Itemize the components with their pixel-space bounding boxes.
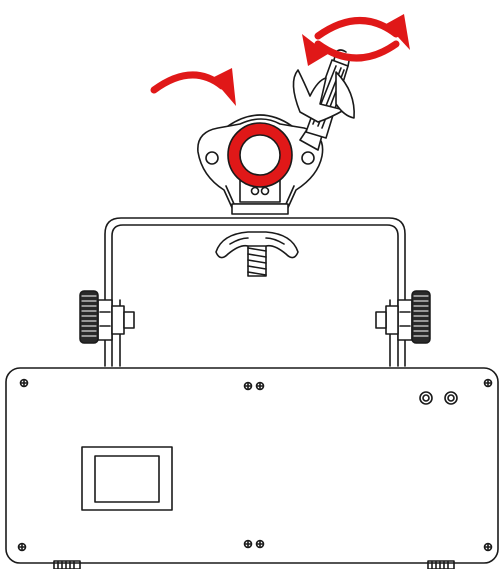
curved-arrow-icon [150,68,236,106]
housing-screw [243,539,265,549]
knurled-knob-right [411,290,431,344]
housing-screw [243,381,265,391]
wing-nut [215,231,299,259]
side-bracket-hardware [375,299,413,341]
upper-wing-bolt [292,49,355,151]
housing-screw [483,542,493,552]
wing-handle [292,69,345,123]
fixture-housing [5,367,499,564]
side-bracket-hardware [97,299,135,341]
housing-screw [17,542,27,552]
fixture-foot [53,560,81,569]
yoke-bracket [97,217,413,367]
knurled-knob-left [79,290,99,344]
housing-screw [483,378,493,388]
fixture-body [5,367,499,569]
fixture-foot [427,560,455,569]
control-knob [419,391,433,405]
rotate-arrows-icon [302,14,410,66]
yoke-arm [104,217,406,367]
display-window [81,446,173,511]
tube-ring [227,122,293,188]
housing-screw [19,378,29,388]
control-knob [444,391,458,405]
mounting-bolt [215,231,299,277]
